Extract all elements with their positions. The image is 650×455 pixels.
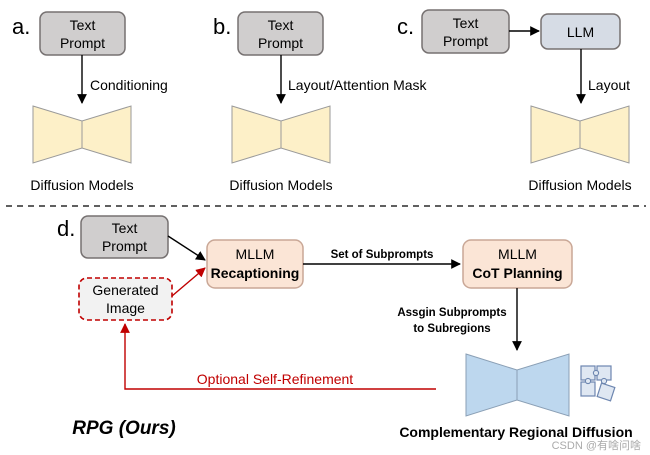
panel-d-letter: d. [57,216,75,241]
text-prompt-c-line1: Text [453,15,479,31]
llm-label: LLM [567,24,594,40]
panel-b-letter: b. [213,14,231,39]
diffusion-models-label-a: Diffusion Models [30,177,133,193]
watermark: CSDN @有啥问啥 [552,438,641,452]
text-prompt-box-d [80,215,169,259]
text-prompt-a-line2: Prompt [60,35,105,51]
text-prompt-c-line2: Prompt [443,33,488,49]
diffusion-models-label-b: Diffusion Models [229,177,332,193]
panel-b: b. Text Prompt Layout/Attention Mask Dif… [213,11,428,193]
planning-line1: MLLM [498,246,537,262]
arrow-generated-to-recaption [171,267,206,297]
rpg-ours-label: RPG (Ours) [72,418,175,439]
text-prompt-d-line2: Prompt [102,238,147,254]
self-refinement-path [120,323,436,390]
conditioning-label: Conditioning [90,77,168,93]
assign-line2: to Subregions [413,323,490,335]
text-prompt-b-line2: Prompt [258,35,303,51]
layout-attention-mask-label: Layout/Attention Mask [288,77,428,93]
diffusion-models-label-c: Diffusion Models [528,177,631,193]
recaption-line2: Recaptioning [211,265,300,281]
puzzle-icon [580,365,616,402]
panel-a-letter: a. [12,14,30,39]
panel-d: d. Text Prompt Generated Image MLLM Reca… [57,215,633,440]
text-prompt-d-line1: Text [112,220,138,236]
planning-line2: CoT Planning [472,265,562,281]
recaption-line1: MLLM [236,246,275,262]
set-of-subprompts-label: Set of Subprompts [331,249,434,261]
generated-image-box [78,277,173,321]
assign-line1: Assgin Subprompts [397,307,506,319]
generated-image-line1: Generated [92,282,158,298]
optional-self-refinement-label: Optional Self-Refinement [197,371,354,387]
panel-c: c. Text Prompt LLM Layout Diffusion Mode… [397,9,632,193]
panel-c-letter: c. [397,14,414,39]
layout-label: Layout [588,77,630,93]
panel-a: a. Text Prompt Conditioning Diffusion Mo… [12,11,168,193]
arrow-prompt-to-recaption [167,235,206,261]
text-prompt-a-line1: Text [70,17,96,33]
text-prompt-b-line1: Text [268,17,294,33]
generated-image-line2: Image [106,300,145,316]
complementary-regional-diffusion-label: Complementary Regional Diffusion [399,424,632,440]
